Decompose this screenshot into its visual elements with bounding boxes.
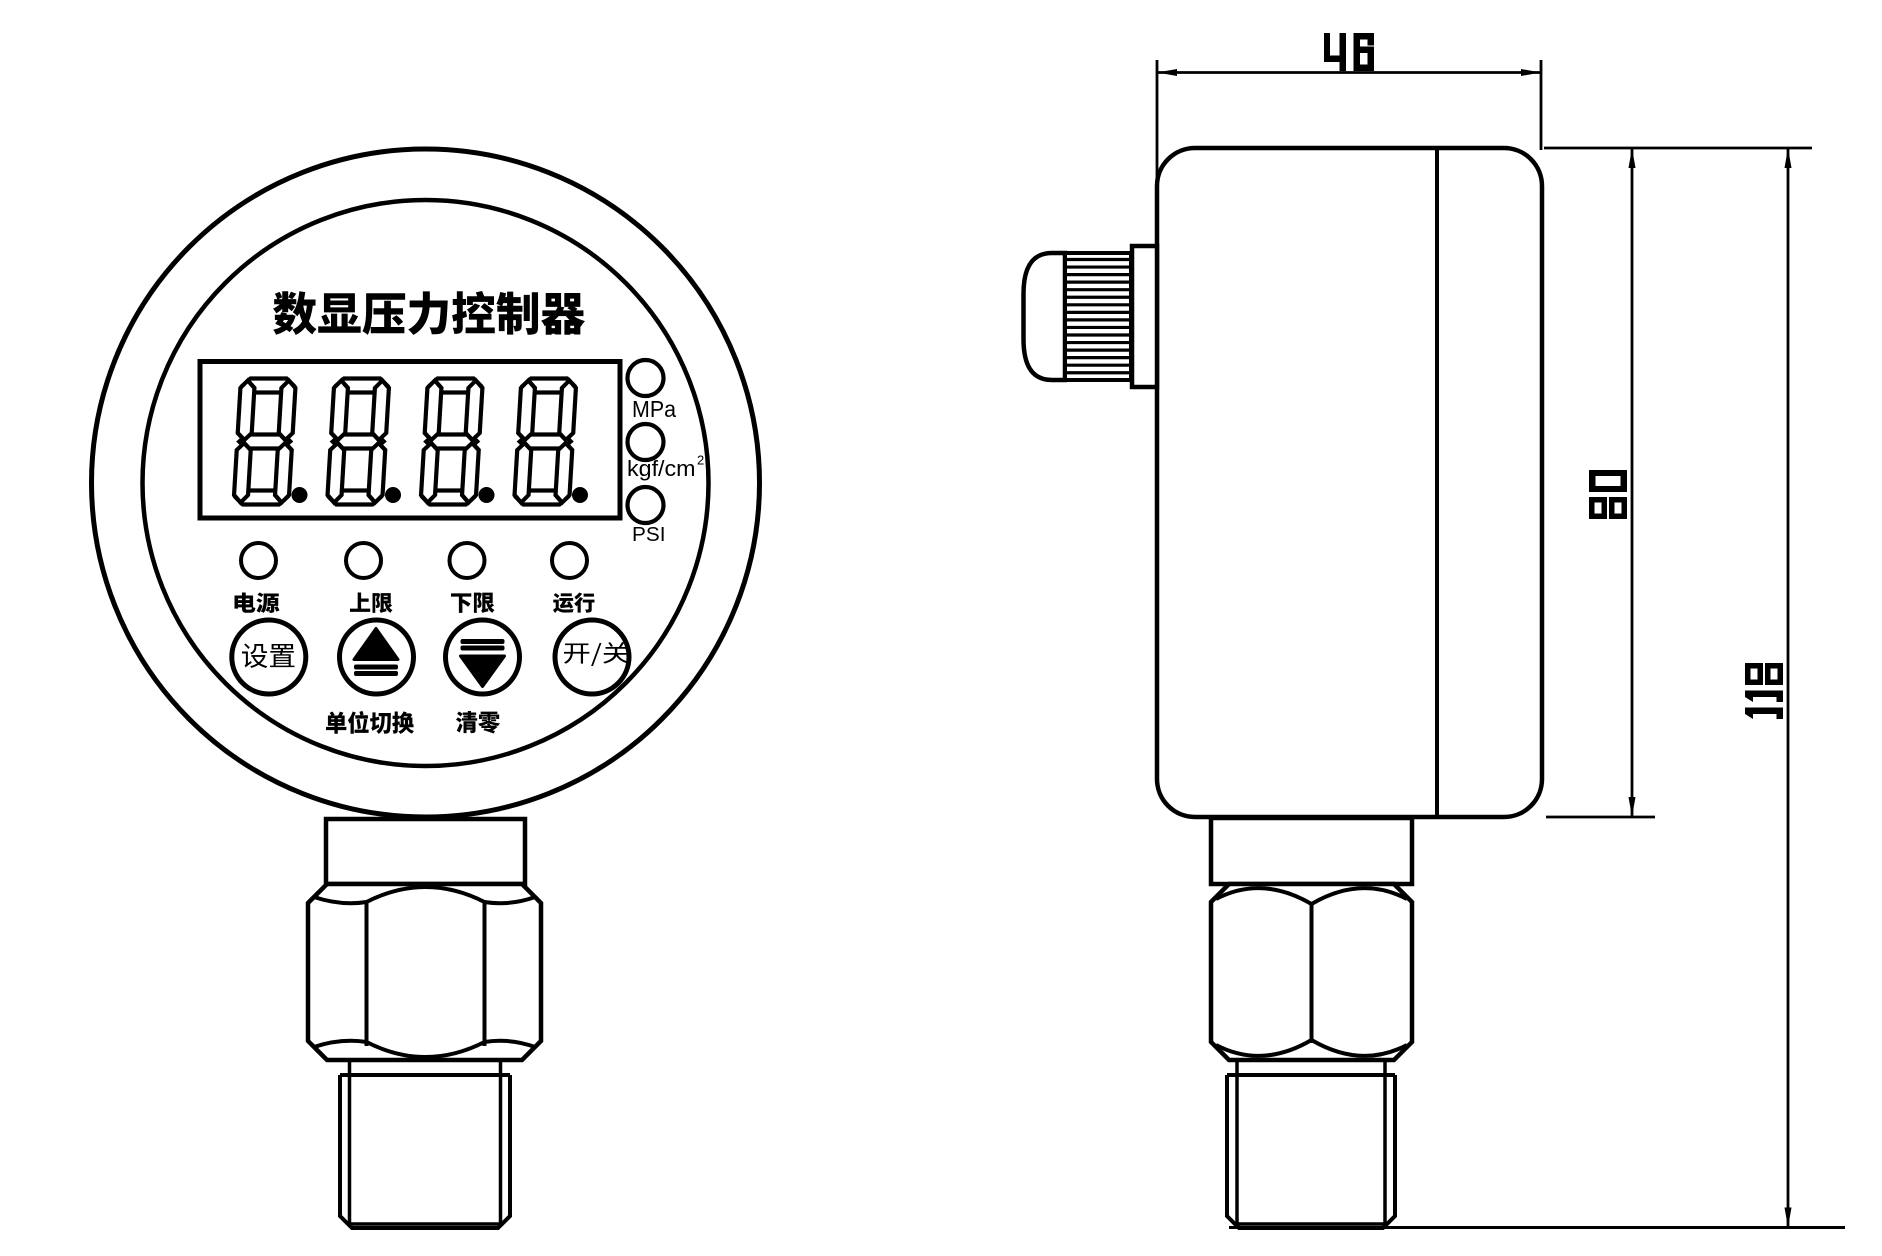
svg-text:MPa: MPa xyxy=(632,396,677,422)
svg-text:kgf/cm: kgf/cm xyxy=(627,456,696,481)
svg-text:2: 2 xyxy=(697,453,704,468)
svg-text:PSI: PSI xyxy=(632,523,666,546)
